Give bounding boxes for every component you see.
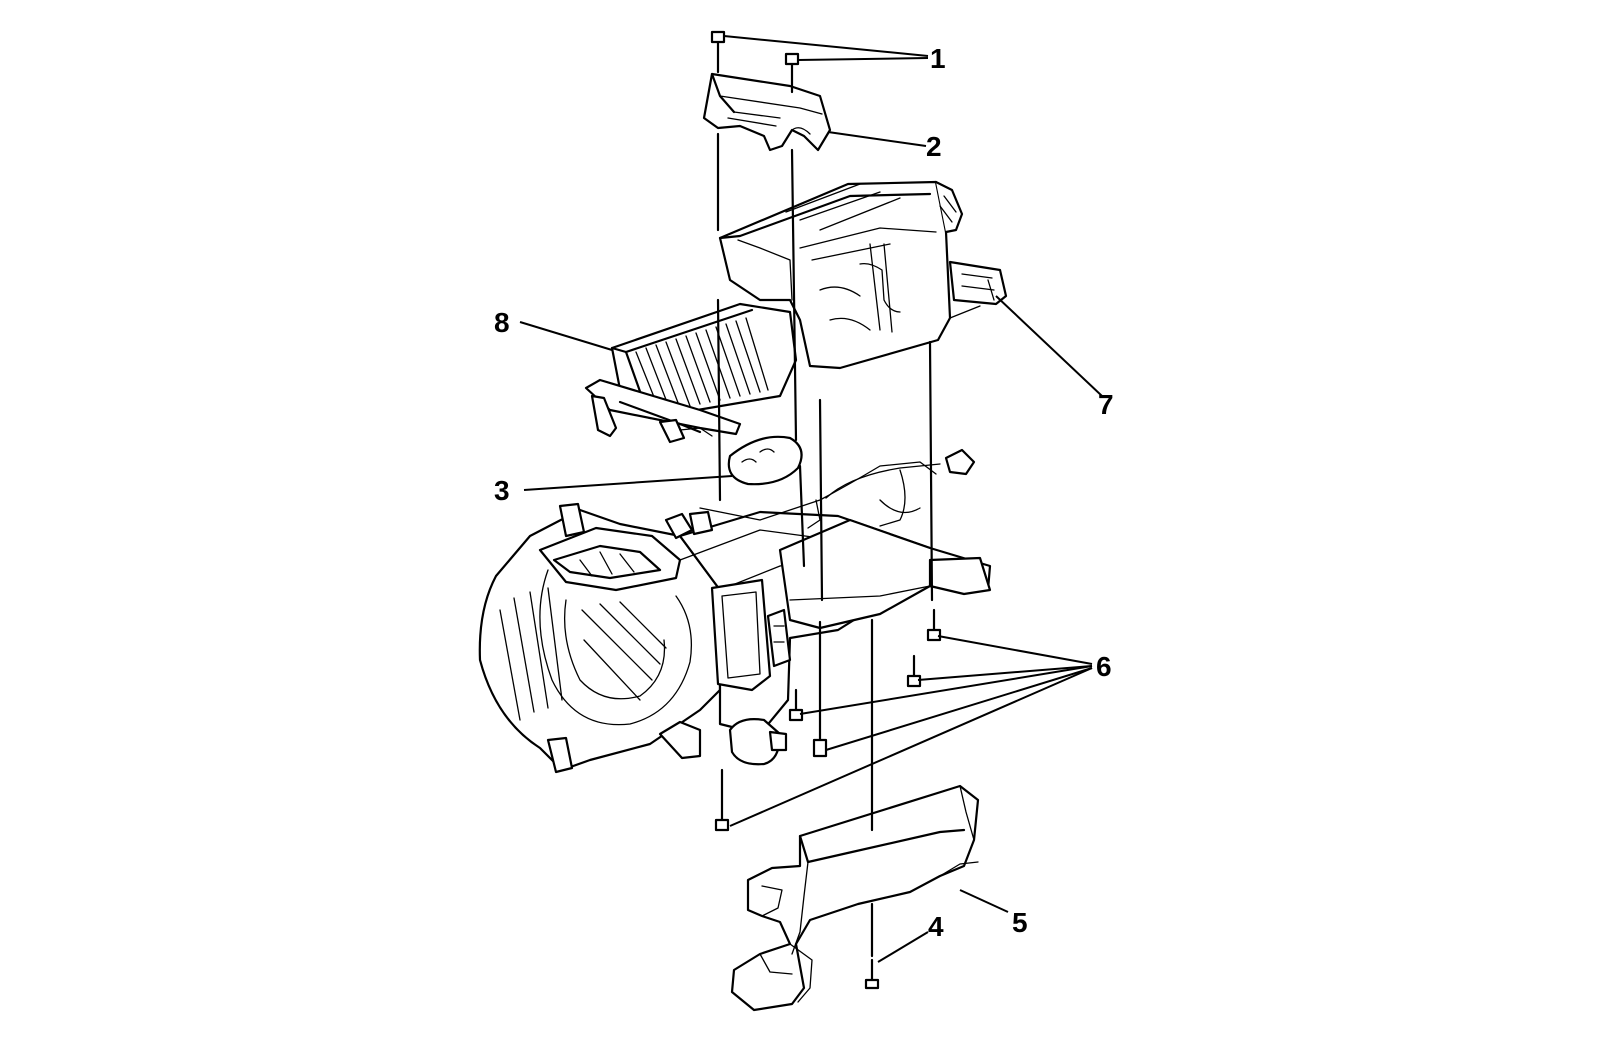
upper-duct-bracket	[702, 72, 832, 152]
seal	[727, 435, 803, 486]
screws-upper	[710, 30, 806, 568]
lower-duct	[730, 784, 980, 1012]
upper-case-housing	[718, 180, 1008, 370]
callout-2: 2	[926, 131, 942, 162]
callout-8: 8	[494, 307, 510, 338]
callout-4: 4	[928, 911, 944, 942]
evaporator-core	[584, 302, 798, 444]
callout-3: 3	[494, 475, 510, 506]
callout-1: 1	[930, 43, 946, 74]
leader-lines	[519, 35, 1103, 963]
callouts: 1 2 3 4 5 6 7 8	[494, 43, 1114, 942]
callout-6: 6	[1096, 651, 1112, 682]
lower-blower-case	[478, 502, 992, 774]
callout-7: 7	[1098, 389, 1114, 420]
screw-lower	[864, 618, 880, 990]
screws-lower-case	[714, 340, 942, 832]
callout-5: 5	[1012, 907, 1028, 938]
